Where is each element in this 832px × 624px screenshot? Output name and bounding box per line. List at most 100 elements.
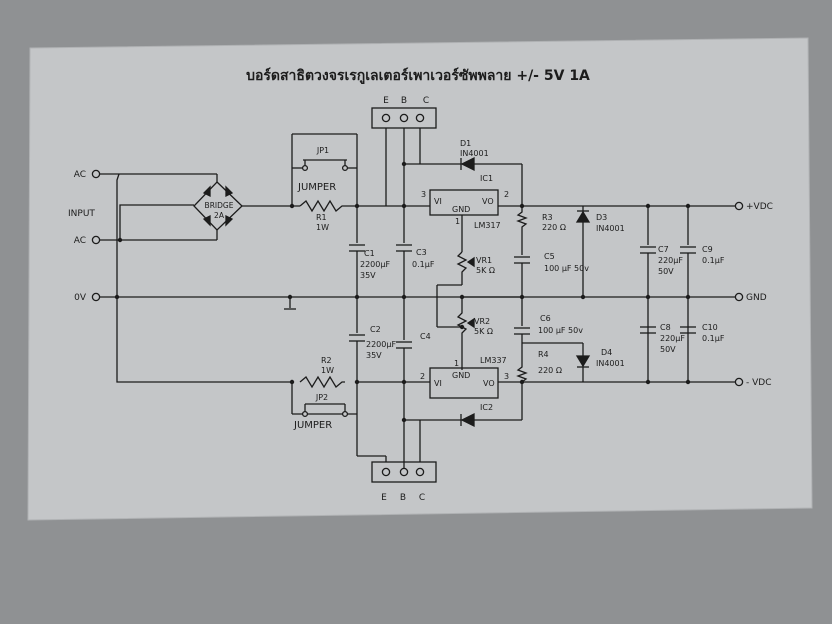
r1-value: 1W xyxy=(316,223,329,232)
diagram-title: บอร์ดสาธิตวงจรเรกูเลเตอร์เพาเวอร์ซัพพลาย… xyxy=(246,67,590,84)
ic1-gnd: GND xyxy=(452,205,470,214)
c10-ref: C10 xyxy=(702,323,718,332)
junction-dot xyxy=(519,294,525,300)
connector-top-label-c: C xyxy=(423,96,429,106)
bridge-diode-icon xyxy=(225,185,234,198)
r1-ref: R1 xyxy=(316,213,327,222)
terminals xyxy=(91,113,744,477)
junction-dot xyxy=(685,294,691,300)
label-plus-vdc: +VDC xyxy=(746,202,773,212)
bridge-diode-icon xyxy=(202,214,211,227)
ic1-part: LM317 xyxy=(474,221,501,230)
ic2-pin-adj: 1 xyxy=(454,359,459,368)
ic2-pin-vi: 2 xyxy=(420,372,425,381)
junction-dot xyxy=(289,203,295,209)
c5-ref: C5 xyxy=(544,252,555,261)
connector-bottom-label-c: C xyxy=(419,493,425,503)
ic2-vi: VI xyxy=(434,379,442,388)
c1-ref: C1 xyxy=(364,249,375,258)
connector-top-pin-b xyxy=(399,113,409,123)
ic2-pin-vo: 3 xyxy=(504,372,509,381)
d1-part: IN4001 xyxy=(460,149,489,158)
jp1-label: JUMPER xyxy=(297,182,336,193)
label-gnd: GND xyxy=(746,293,767,303)
ic1-pin-adj: 1 xyxy=(455,217,460,226)
c6-ref: C6 xyxy=(540,314,551,323)
c8-voltage: 50V xyxy=(660,345,676,354)
junction-dot xyxy=(401,161,407,167)
junction-dot xyxy=(459,324,465,330)
junction-dot xyxy=(354,294,360,300)
connector-bottom-pin-e xyxy=(381,467,391,477)
junction-dots xyxy=(114,161,691,423)
c2-voltage: 35V xyxy=(366,351,382,360)
junction-dot xyxy=(645,294,651,300)
acrylic-sheet xyxy=(27,37,813,521)
c1-voltage: 35V xyxy=(360,271,376,280)
ic2-vo: VO xyxy=(483,379,495,388)
junction-dot xyxy=(519,203,525,209)
junction-dot xyxy=(401,294,407,300)
diode-d4-icon xyxy=(575,355,591,368)
c5-value: 100 µF 50v xyxy=(544,264,589,273)
c3-ref: C3 xyxy=(416,248,427,257)
bridge-rating: 2A xyxy=(214,211,225,220)
bridge-diode-icon xyxy=(225,214,234,227)
connector-top-label-b: B xyxy=(401,96,407,106)
connector-bottom-label-b: B xyxy=(400,493,406,503)
label-0v: 0V xyxy=(74,293,87,303)
terminal-0v xyxy=(91,292,101,302)
junction-dot xyxy=(459,294,465,300)
junction-dot xyxy=(580,294,586,300)
diode-symbols xyxy=(202,156,591,428)
connector-top-pin-e xyxy=(381,113,391,123)
r4-value: 220 Ω xyxy=(538,366,562,375)
r4-ref: R4 xyxy=(538,350,549,359)
vr1-wiper-icon xyxy=(466,256,475,268)
c4-ref: C4 xyxy=(420,332,431,341)
junction-dot xyxy=(114,294,120,300)
r2-value: 1W xyxy=(321,366,334,375)
connector-top-label-e: E xyxy=(383,96,389,106)
junction-dot xyxy=(354,203,360,209)
junction-dot xyxy=(645,379,651,385)
junction-dot xyxy=(401,379,407,385)
d1-ref: D1 xyxy=(460,139,471,148)
d3-part: IN4001 xyxy=(596,224,625,233)
diode-d3-icon xyxy=(575,210,591,223)
junction-dot xyxy=(685,203,691,209)
c10-value: 0.1µF xyxy=(702,334,725,343)
bridge-diode-icon xyxy=(202,185,211,198)
c2-ref: C2 xyxy=(370,325,381,334)
diode-d1-icon xyxy=(460,156,475,172)
schematic-wires xyxy=(100,107,735,483)
terminal-minus-vdc xyxy=(734,377,744,387)
junction-dot xyxy=(287,294,293,300)
junction-dot xyxy=(117,237,123,243)
c6-value: 100 µF 50v xyxy=(538,326,583,335)
jp2-label: JUMPER xyxy=(293,420,332,431)
c8-value: 220µF xyxy=(660,334,685,343)
vr2-wiper-icon xyxy=(466,317,475,329)
junction-dot xyxy=(401,417,407,423)
ic1-vi: VI xyxy=(434,197,442,206)
d4-part: IN4001 xyxy=(596,359,625,368)
jumper-jp2-pin xyxy=(301,410,309,418)
label-ac-top: AC xyxy=(74,170,86,180)
ic1-ref: IC1 xyxy=(480,174,493,183)
junction-dot xyxy=(289,379,295,385)
terminal-plus-vdc xyxy=(734,201,744,211)
c7-value: 220µF xyxy=(658,256,683,265)
c2-value: 2200µF xyxy=(366,340,396,349)
c7-voltage: 50V xyxy=(658,267,674,276)
ic2-part: LM337 xyxy=(480,356,507,365)
junction-dot xyxy=(519,379,525,385)
vr2-value: 5K Ω xyxy=(474,327,493,336)
vr2-ref: VR2 xyxy=(474,317,490,326)
jp1-ref: JP1 xyxy=(316,146,329,155)
junction-dot xyxy=(685,379,691,385)
terminal-ac-bottom xyxy=(91,235,101,245)
jumper-jp1-pin xyxy=(341,164,349,172)
c3-value: 0.1µF xyxy=(412,260,435,269)
ic2-gnd: GND xyxy=(452,371,470,380)
